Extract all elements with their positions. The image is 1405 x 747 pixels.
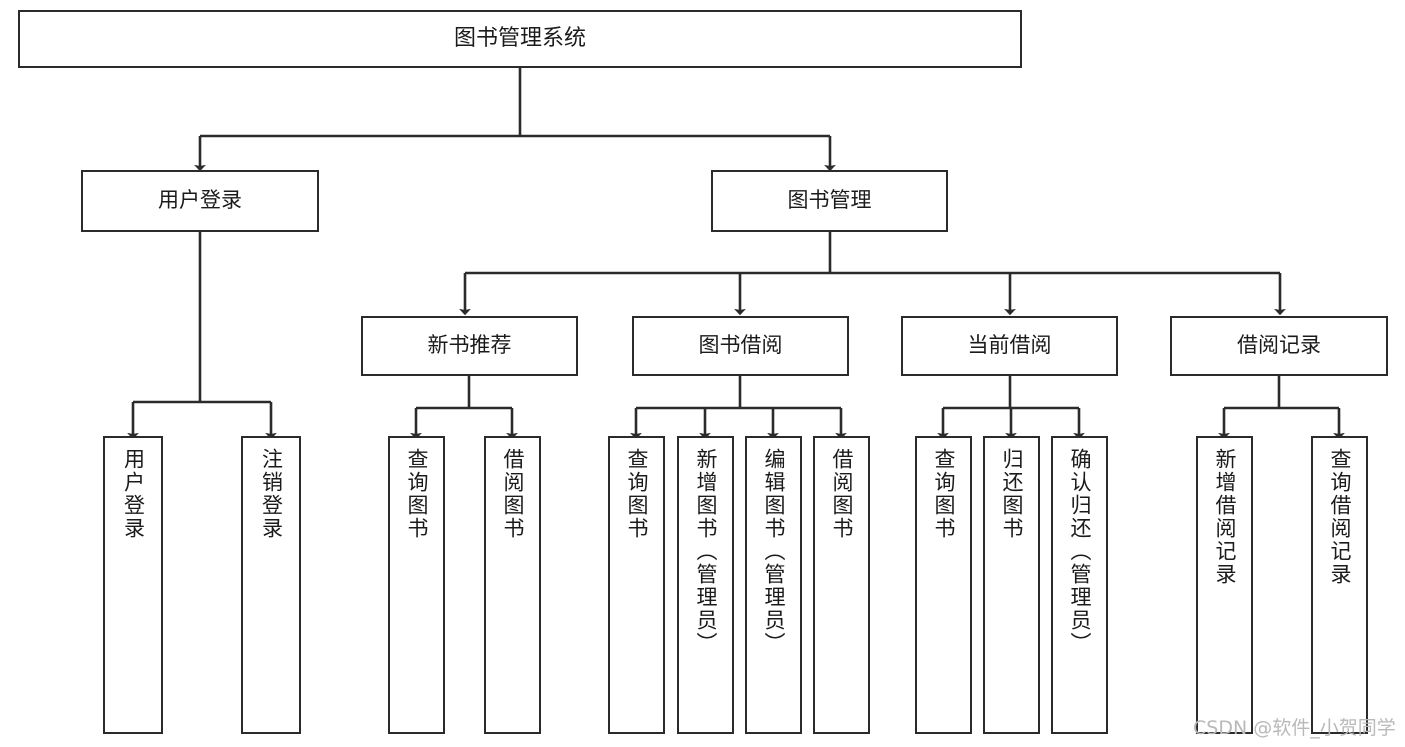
node-label: 查询借阅记录 [1328, 448, 1352, 586]
node-label: 注销登录 [259, 448, 284, 540]
node-user-login[interactable]: 用户登录 [81, 170, 319, 232]
leaf-current-borrow-return-book[interactable]: 归还图书 [983, 436, 1040, 734]
leaf-borrow-record-add-record[interactable]: 新增借阅记录 [1196, 436, 1253, 734]
csdn-watermark: CSDN @软件_小贺同学 [1193, 717, 1396, 739]
node-label: 查询图书 [625, 448, 649, 540]
node-label: 用户登录 [121, 448, 146, 540]
node-label: 编辑图书（管理员） [762, 448, 786, 655]
leaf-book-borrow-edit-book-admin[interactable]: 编辑图书（管理员） [745, 436, 802, 734]
node-label: 借阅图书 [830, 448, 854, 540]
node-label: 归还图书 [1000, 448, 1024, 540]
leaf-user-login-login[interactable]: 用户登录 [103, 436, 163, 734]
node-label: 图书借阅 [698, 333, 783, 358]
node-borrow-record[interactable]: 借阅记录 [1170, 316, 1388, 376]
node-label: 新增图书（管理员） [694, 448, 718, 655]
node-label: 图书管理 [787, 188, 872, 213]
leaf-new-book-borrow-book[interactable]: 借阅图书 [484, 436, 541, 734]
node-label: 当前借阅 [967, 333, 1052, 358]
node-label: 查询图书 [405, 448, 429, 540]
node-label: 借阅记录 [1237, 333, 1321, 358]
leaf-book-borrow-borrow-book[interactable]: 借阅图书 [813, 436, 870, 734]
leaf-user-login-logout[interactable]: 注销登录 [241, 436, 301, 734]
leaf-borrow-record-query-record[interactable]: 查询借阅记录 [1311, 436, 1368, 734]
node-label: 图书管理系统 [453, 25, 586, 51]
node-book-borrow[interactable]: 图书借阅 [632, 316, 849, 376]
leaf-current-borrow-confirm-return-admin[interactable]: 确认归还（管理员） [1051, 436, 1108, 734]
leaf-current-borrow-query-book[interactable]: 查询图书 [915, 436, 972, 734]
node-current-borrow[interactable]: 当前借阅 [901, 316, 1118, 376]
node-new-book-recommend[interactable]: 新书推荐 [361, 316, 578, 376]
node-label: 借阅图书 [501, 448, 525, 540]
node-label: 确认归还（管理员） [1068, 448, 1092, 655]
leaf-book-borrow-query-book[interactable]: 查询图书 [608, 436, 665, 734]
leaf-new-book-query-book[interactable]: 查询图书 [388, 436, 445, 734]
node-label: 查询图书 [932, 448, 956, 540]
node-label: 新增借阅记录 [1213, 448, 1237, 586]
node-book-management[interactable]: 图书管理 [711, 170, 948, 232]
leaf-book-borrow-add-book-admin[interactable]: 新增图书（管理员） [677, 436, 734, 734]
node-label: 用户登录 [158, 188, 242, 213]
node-root-system[interactable]: 图书管理系统 [18, 10, 1022, 68]
node-label: 新书推荐 [427, 333, 512, 358]
